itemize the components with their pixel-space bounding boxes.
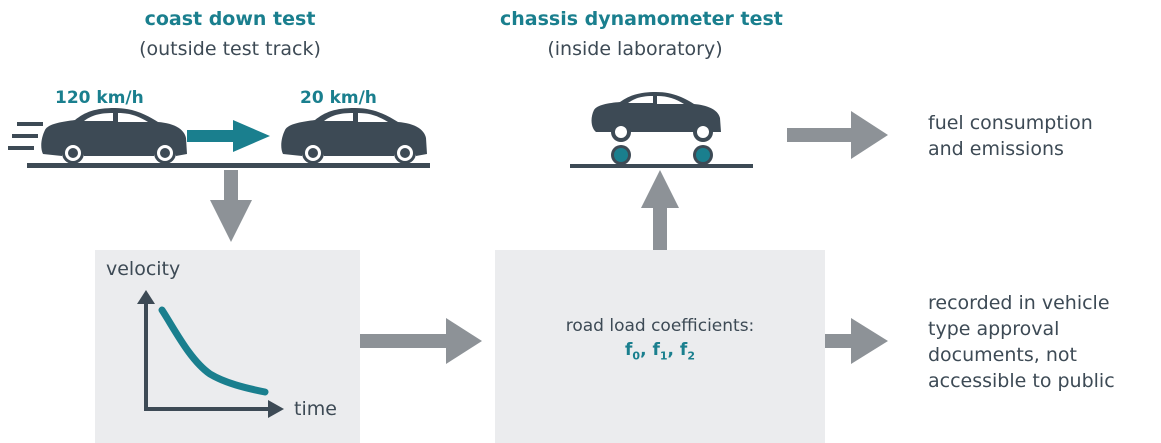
arrow-coefficients-to-dyno [641,170,679,250]
y-axis [144,300,148,410]
x-axis-arrow-icon [268,400,284,418]
records-line-3: documents, not [928,344,1077,366]
y-axis-arrow-icon [137,290,155,304]
chassis-dyno-title: chassis dynamometer test [500,8,783,30]
coast-down-subtitle: (outside test track) [139,38,321,60]
car-icon-slow [281,108,427,164]
lab-ground-line [570,164,753,168]
records-line-2: type approval [928,318,1060,340]
speed-end-label: 20 km/h [300,88,377,108]
fuel-line-2: and emissions [928,138,1064,160]
arrow-graph-to-coefficients [360,318,482,364]
velocity-time-graph [137,290,284,418]
deceleration-arrow-icon [187,120,270,152]
coefficient-f0: f0 [625,340,641,363]
speed-start-label: 120 km/h [55,88,144,108]
track-ground-line [27,163,430,168]
velocity-decay-curve [158,306,269,396]
graph-y-label: velocity [106,258,181,280]
fuel-line-1: fuel consumption [928,112,1093,134]
x-axis [144,407,274,411]
records-line-4: accessible to public [928,370,1115,392]
coefficient-f2: f2 [679,340,695,363]
coefficient-f1: f1 [652,340,668,363]
arrow-down-to-graph [210,170,252,242]
coast-down-title: coast down test [144,8,316,30]
speed-lines-icon [8,122,43,150]
fuel-emissions-output: fuel consumption and emissions [928,110,1093,162]
car-on-dynamometer-icon [591,92,721,165]
coefficients-label: road load coefficients: [565,316,755,336]
graph-x-label: time [294,398,337,420]
coefficients-list: f0, f1, f2 [625,340,695,363]
arrow-dyno-to-fuel [787,111,888,159]
car-icon-fast [41,108,187,164]
chassis-dyno-subtitle: (inside laboratory) [547,38,723,60]
records-output: recorded in vehicle type approval docume… [928,290,1115,394]
records-line-1: recorded in vehicle [928,292,1110,314]
coefficients-box [495,250,825,443]
arrow-coefficients-to-records [825,318,888,364]
